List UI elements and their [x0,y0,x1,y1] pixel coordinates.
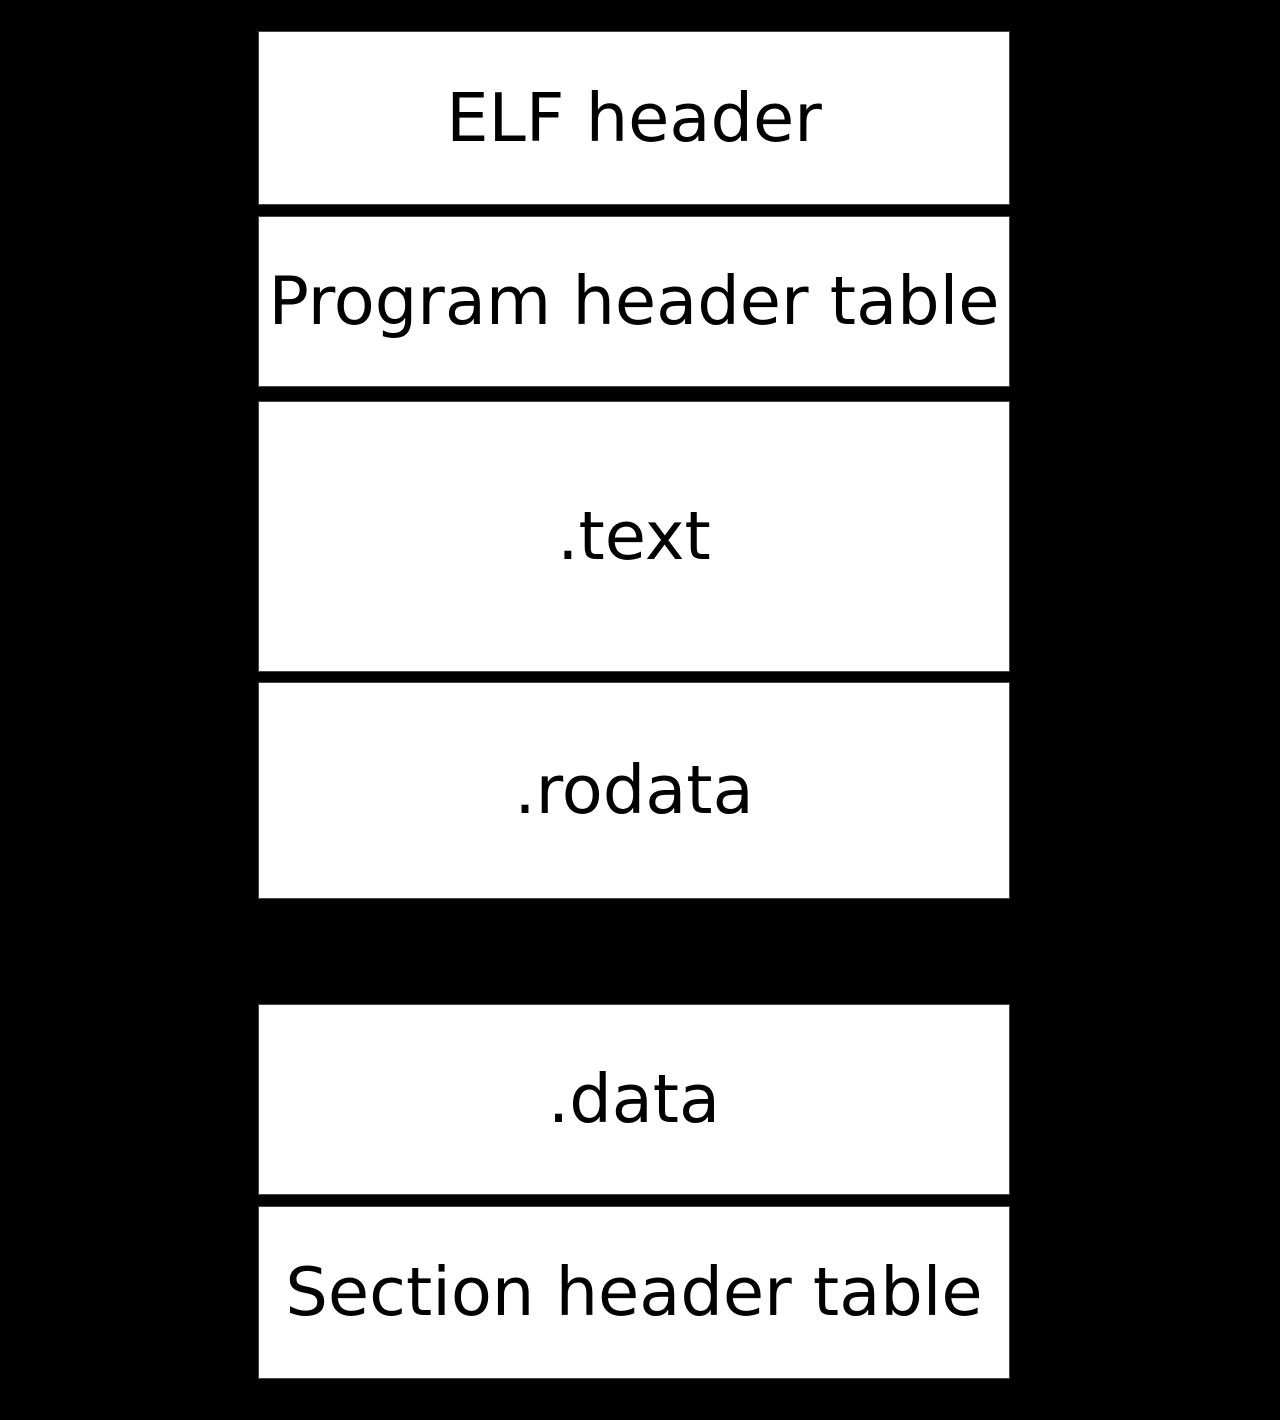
data-section-label: .data [547,1060,721,1138]
rodata-section-label: .rodata [514,751,754,829]
elf-header-label: ELF header [446,78,822,157]
rodata-section-box: .rodata [259,683,1009,898]
data-section-box: .data [259,1005,1009,1194]
text-section-label: .text [557,497,711,575]
elf-header-box: ELF header [259,32,1009,204]
section-header-table-box: Section header table [259,1207,1009,1378]
text-section-box: .text [259,402,1009,671]
section-header-table-label: Section header table [285,1253,983,1331]
program-header-table-box: Program header table [259,217,1009,386]
program-header-table-label: Program header table [268,262,1000,340]
